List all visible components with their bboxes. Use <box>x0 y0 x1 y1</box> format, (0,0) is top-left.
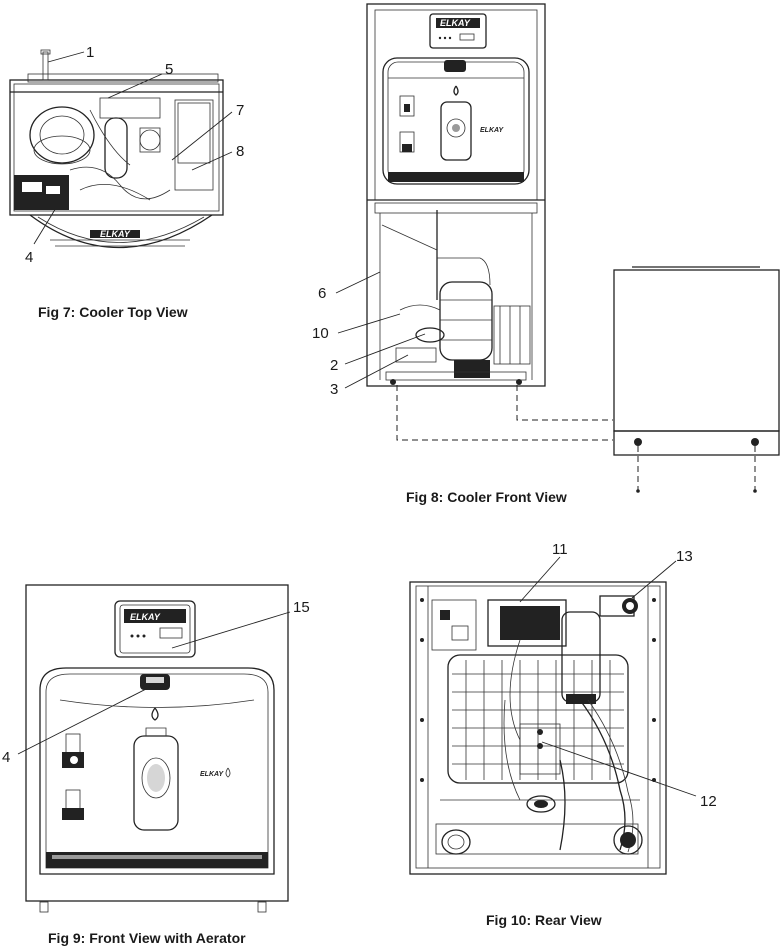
fig8-callout-10: 10 <box>312 325 329 342</box>
fig7-brand-logo: ELKAY <box>100 229 131 239</box>
fig10-leader-13 <box>631 560 677 599</box>
fig9-leader-4 <box>17 685 153 755</box>
fig7-leader-8 <box>191 151 233 171</box>
svg-text:ELKAY: ELKAY <box>480 127 505 134</box>
fig8-leader-2 <box>344 333 426 365</box>
fig8-leader-3 <box>344 354 409 389</box>
fig7-callout-8: 8 <box>236 143 244 160</box>
fig8-callout-6: 6 <box>318 285 326 302</box>
fig9-callout-4: 4 <box>2 749 10 766</box>
fig8-callout-2: 2 <box>330 357 338 374</box>
fig8-cooler-front-view: ELKAY ELKAY <box>312 3 780 505</box>
fig8-callout-3: 3 <box>330 381 338 398</box>
fig8-caption: Fig 8: Cooler Front View <box>406 489 567 505</box>
fig10-rear-view: 11 13 12 Fig 10: Rear View <box>409 541 717 928</box>
fig7-callout-7: 7 <box>236 102 244 119</box>
fig9-callout-15: 15 <box>293 599 310 616</box>
fig7-callout-5: 5 <box>165 61 173 78</box>
fig10-callout-13: 13 <box>676 548 693 565</box>
fig10-leader-12 <box>541 741 697 797</box>
fig9-brand-logo: ELKAY <box>130 612 161 622</box>
fig8-brand-logo: ELKAY <box>440 18 471 28</box>
fig7-leader-5 <box>107 73 163 99</box>
fig7-leader-4 <box>33 197 63 245</box>
svg-text:ELKAY: ELKAY <box>200 771 225 778</box>
fig9-leader-15 <box>171 611 291 649</box>
fig7-cooler-top-view: ELKAY 1 5 7 8 4 Fig 7: Cooler Top View <box>9 44 244 320</box>
fig8-leader-10 <box>337 313 401 334</box>
fig7-callout-1: 1 <box>86 44 94 61</box>
fig8-leader-6 <box>335 271 381 294</box>
fig7-callout-4: 4 <box>25 249 33 266</box>
fig10-caption: Fig 10: Rear View <box>486 912 602 928</box>
fig10-leader-11 <box>519 556 561 603</box>
fig10-callout-11: 11 <box>552 541 568 558</box>
fig7-leader-7 <box>171 111 233 161</box>
fig9-front-view-with-aerator: ELKAY ELKAY 15 4 <box>2 584 310 946</box>
fig10-callout-12: 12 <box>700 793 717 810</box>
fig7-leader-1 <box>47 51 85 63</box>
fig9-caption: Fig 9: Front View with Aerator <box>48 930 246 946</box>
fig7-caption: Fig 7: Cooler Top View <box>38 304 188 320</box>
